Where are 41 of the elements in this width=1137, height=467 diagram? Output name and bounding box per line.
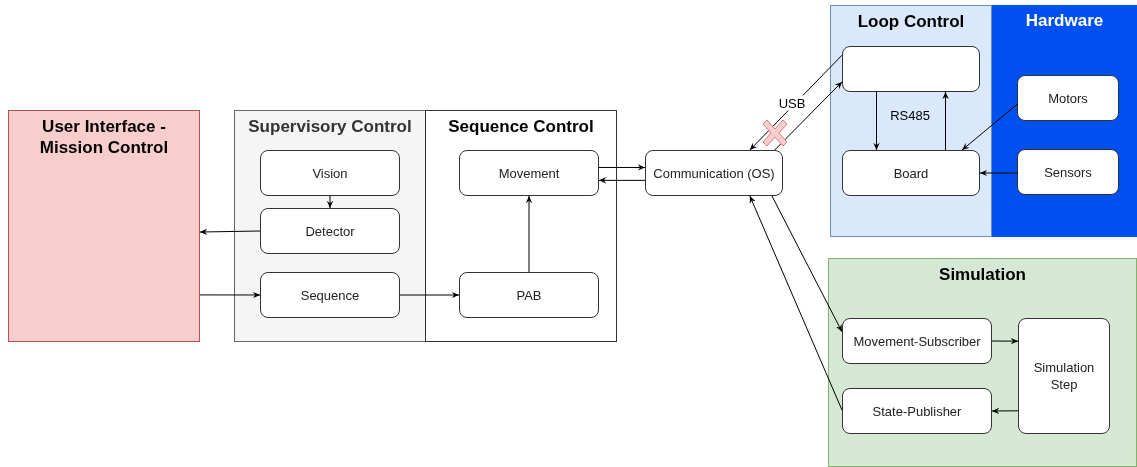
arrow — [598, 164, 646, 171]
arrow — [399, 291, 460, 299]
arrow — [771, 195, 843, 333]
arrow — [326, 195, 334, 209]
process-box: State-Publisher — [842, 388, 992, 434]
arrow — [774, 81, 843, 151]
group-title: Sequence Control — [447, 116, 595, 137]
arrow — [199, 228, 261, 236]
arrow — [598, 177, 646, 184]
arrow — [991, 407, 1019, 415]
process-box: Movement — [459, 150, 599, 196]
process-box: Motors — [1017, 75, 1119, 121]
process-box: Vision — [260, 150, 400, 196]
group-title: Supervisory Control — [247, 116, 413, 137]
arrow — [525, 195, 533, 273]
group-title: Loop Control — [856, 11, 966, 32]
user-interface-panel — [8, 110, 200, 342]
arrow — [873, 91, 880, 151]
group-panel — [425, 110, 617, 342]
arrow — [199, 291, 261, 299]
group-title: Simulation — [938, 264, 1027, 285]
group-title: Hardware — [1024, 10, 1105, 31]
process-box: Board — [842, 150, 980, 196]
group-title: User Interface - Mission Control — [38, 116, 170, 158]
group-panel — [992, 5, 1137, 237]
process-box: Sensors — [1017, 149, 1119, 195]
process-box: Detector — [260, 208, 400, 254]
edge-label: USB — [776, 95, 808, 111]
arrow — [991, 337, 1019, 345]
process-box: Communication (OS) — [645, 150, 783, 196]
process-box — [842, 46, 980, 92]
process-box: Movement-Subscriber — [842, 318, 992, 364]
arrow — [979, 169, 1019, 177]
process-box: PAB — [459, 272, 599, 318]
group-panel — [234, 110, 426, 342]
group-panel — [828, 258, 1137, 467]
process-box: Simulation Step — [1018, 318, 1110, 434]
arrow — [942, 91, 949, 151]
process-box: Sequence — [260, 272, 400, 318]
group-panel — [830, 5, 992, 237]
arrow — [961, 103, 1019, 151]
